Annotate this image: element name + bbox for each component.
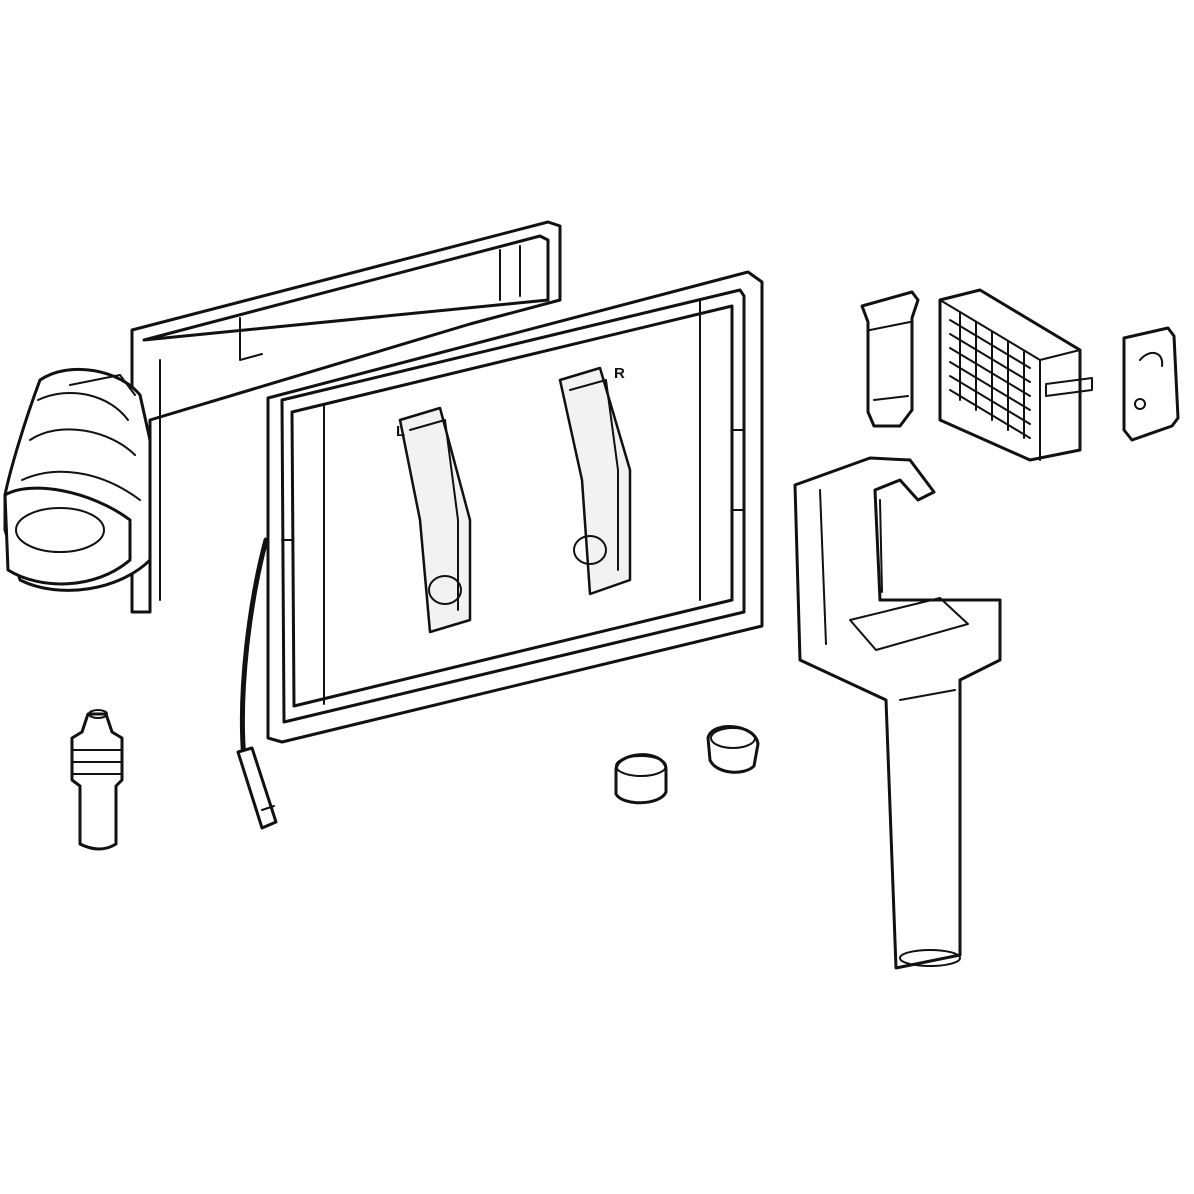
cover-cap-right [706,725,760,774]
label-left: L [396,423,405,440]
cover-cap-left [614,753,668,805]
stick-holder [793,456,1002,970]
left-actuator-lever [398,406,472,634]
connection-cable [236,537,278,830]
front-mounting-plate [266,270,764,744]
flush-valve-unit [3,367,152,592]
tube-connector [70,709,124,851]
label-right: R [614,365,625,382]
right-actuator-lever [558,366,632,596]
rear-mounting-frame [130,220,562,614]
retaining-clip [1122,326,1180,442]
filter-grille [949,311,1031,439]
cartridge-sachet [860,290,920,428]
filter-cartridge [938,288,1093,462]
